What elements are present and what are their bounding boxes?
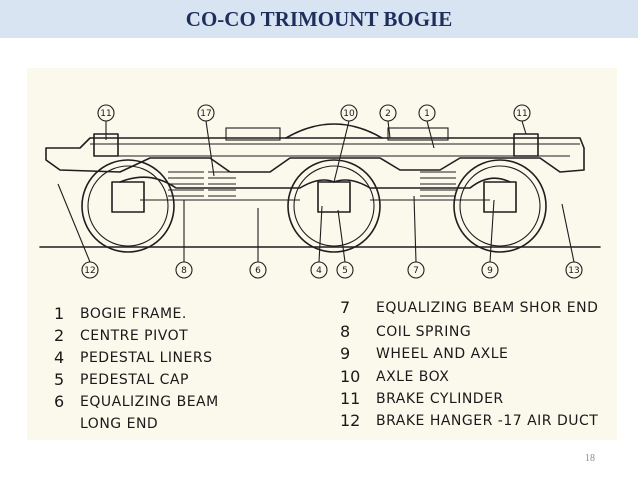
svg-text:9: 9: [487, 266, 493, 276]
svg-text:1: 1: [424, 109, 430, 119]
legend-item: 9 WHEEL AND AXLE: [340, 344, 508, 363]
svg-text:BRAKE HANGER -17 AIR DUCT: BRAKE HANGER -17 AIR DUCT: [376, 413, 598, 429]
svg-text:11: 11: [340, 389, 360, 408]
svg-text:2: 2: [385, 109, 391, 119]
legend-item: 4 PEDESTAL LINERS: [54, 348, 212, 367]
svg-text:4: 4: [316, 266, 322, 276]
callout-10: 10: [340, 104, 358, 122]
legend-item: 11 BRAKE CYLINDER: [340, 389, 504, 408]
svg-text:8: 8: [181, 266, 187, 276]
wheel-left: [81, 159, 175, 253]
wheel-right: [453, 159, 547, 253]
title-bar: [0, 0, 638, 38]
leader-lines: [57, 120, 575, 263]
legend-item: 10 AXLE BOX: [340, 367, 449, 386]
svg-text:8: 8: [340, 322, 350, 341]
legend-left: 1 BOGIE FRAME. 2 CENTRE PIVOT 4 PEDESTAL LI…: [54, 304, 219, 432]
svg-text:11: 11: [516, 109, 527, 119]
svg-text:WHEEL AND AXLE: WHEEL AND AXLE: [376, 346, 508, 362]
svg-text:COIL SPRING: COIL SPRING: [376, 324, 471, 340]
callout-5: 5: [336, 261, 354, 279]
wheel-middle: [287, 159, 381, 253]
legend-item: 12 BRAKE HANGER -17 AIR DUCT: [340, 411, 598, 430]
slide-title: CO-CO TRIMOUNT BOGIE: [185, 7, 453, 31]
svg-text:PEDESTAL LINERS: PEDESTAL LINERS: [80, 350, 212, 366]
svg-text:12: 12: [340, 411, 360, 430]
svg-text:5: 5: [342, 266, 348, 276]
svg-text:5: 5: [54, 370, 64, 389]
equalizing-beams: [119, 176, 511, 201]
legend-item: 6 EQUALIZING BEAM: [54, 392, 219, 411]
svg-text:12: 12: [84, 266, 95, 276]
callout-7: 7: [407, 261, 425, 279]
callout-4: 4: [310, 261, 328, 279]
legend-item: LONG END: [80, 416, 158, 432]
svg-text:CENTRE PIVOT: CENTRE PIVOT: [80, 328, 188, 344]
legend-item: 8 COIL SPRING: [340, 322, 471, 341]
legend-item: 5 PEDESTAL CAP: [54, 370, 189, 389]
callout-12: 12: [81, 261, 99, 279]
svg-text:7: 7: [413, 266, 419, 276]
callout-11-left: 11: [97, 104, 115, 122]
svg-text:EQUALIZING BEAM: EQUALIZING BEAM: [80, 394, 219, 410]
legend-item: 2 CENTRE PIVOT: [54, 326, 188, 345]
svg-text:EQUALIZING BEAM SHOR END: EQUALIZING BEAM SHOR END: [376, 300, 598, 316]
svg-text:6: 6: [255, 266, 261, 276]
callout-11-right: 11: [513, 104, 531, 122]
svg-text:LONG END: LONG END: [80, 416, 158, 432]
legend-right: 7 EQUALIZING BEAM SHOR END 8 COIL SPRING 9…: [340, 298, 598, 430]
bogie-frame: [45, 123, 585, 173]
svg-text:AXLE BOX: AXLE BOX: [376, 369, 449, 385]
svg-text:BOGIE FRAME.: BOGIE FRAME.: [80, 306, 187, 322]
svg-text:2: 2: [54, 326, 64, 345]
svg-text:11: 11: [100, 109, 111, 119]
svg-text:BRAKE CYLINDER: BRAKE CYLINDER: [376, 391, 504, 407]
svg-text:13: 13: [568, 266, 579, 276]
svg-text:4: 4: [54, 348, 64, 367]
callout-6: 6: [249, 261, 267, 279]
legend-item: 1 BOGIE FRAME.: [54, 304, 187, 323]
callout-13: 13: [565, 261, 583, 279]
svg-text:10: 10: [343, 109, 355, 119]
legend-item: 7 EQUALIZING BEAM SHOR END: [340, 298, 598, 317]
callout-2: 2: [379, 104, 397, 122]
svg-text:9: 9: [340, 344, 350, 363]
drawing-sheet: [27, 68, 617, 440]
coil-springs: [168, 171, 456, 197]
callout-1: 1: [418, 104, 436, 122]
callout-9: 9: [481, 261, 499, 279]
svg-text:7: 7: [340, 298, 350, 317]
callout-17: 17: [197, 104, 215, 122]
svg-text:1: 1: [54, 304, 64, 323]
callout-8: 8: [175, 261, 193, 279]
svg-text:10: 10: [340, 367, 360, 386]
svg-text:6: 6: [54, 392, 64, 411]
page-number: 18: [585, 453, 595, 464]
svg-text:PEDESTAL CAP: PEDESTAL CAP: [80, 372, 189, 388]
svg-text:17: 17: [200, 109, 211, 119]
